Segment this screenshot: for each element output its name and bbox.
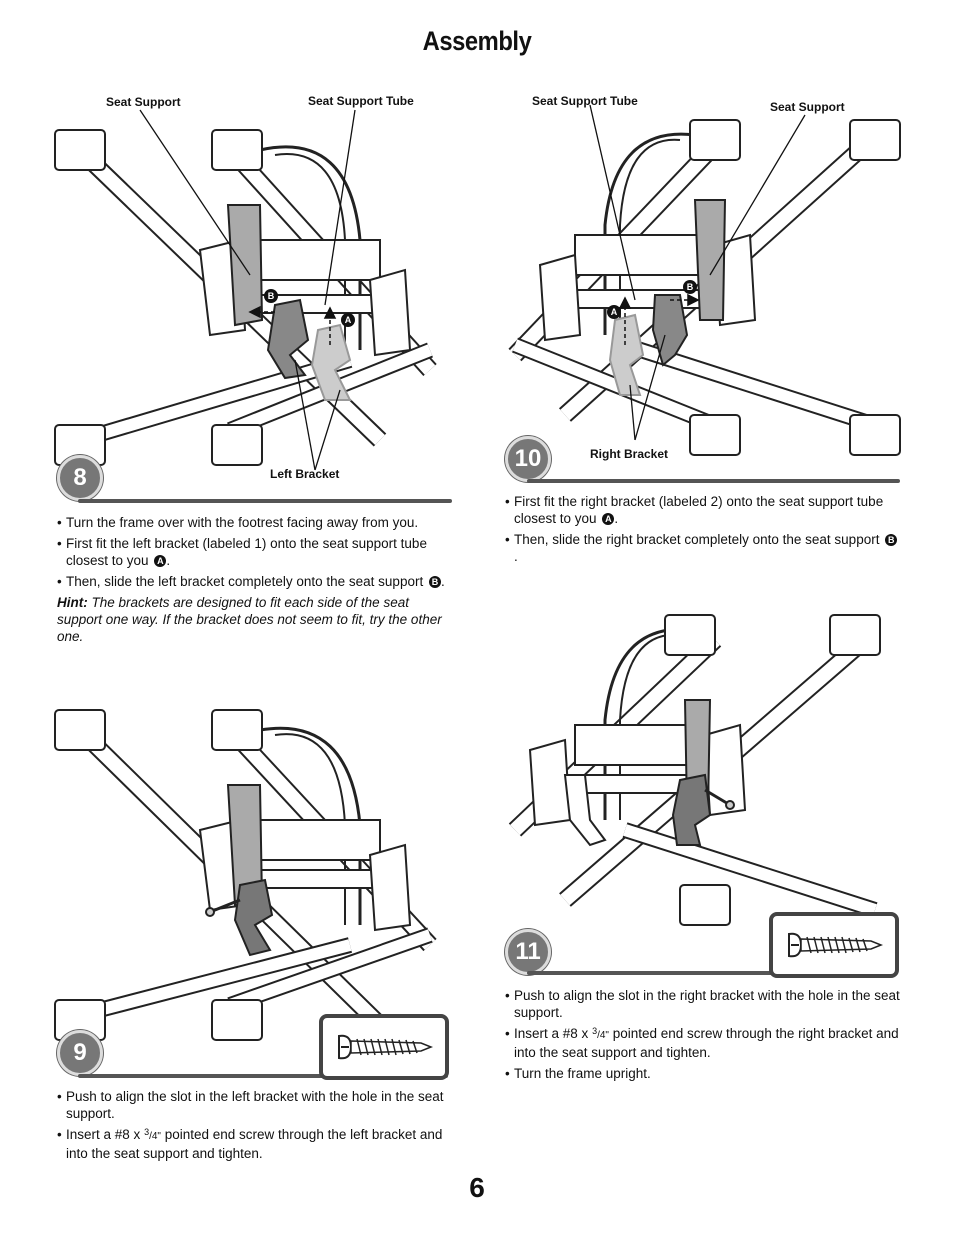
instructions-step-8: Turn the frame over with the footrest fa… — [57, 514, 449, 645]
instruction-bullet: Push to align the slot in the left brack… — [57, 1088, 449, 1122]
label-seat-support-tube: Seat Support Tube — [308, 94, 414, 108]
instruction-bullet: Then, slide the left bracket completely … — [57, 573, 449, 590]
frame-illustration — [508, 104, 901, 456]
label-seat-support-tube: Seat Support Tube — [532, 94, 638, 108]
screw-icon — [788, 932, 884, 958]
ref-marker-b: B — [428, 576, 441, 589]
hint-note: Hint: The brackets are designed to fit e… — [57, 594, 449, 645]
ref-marker-a: A — [154, 555, 167, 568]
instructions-step-10: First fit the right bracket (labeled 2) … — [505, 493, 900, 569]
instructions-step-9: Push to align the slot in the left brack… — [57, 1088, 449, 1166]
step-divider — [78, 499, 452, 503]
step-divider — [527, 479, 900, 483]
marker-b: B — [683, 280, 697, 294]
label-seat-support: Seat Support — [770, 100, 845, 114]
label-seat-support: Seat Support — [106, 95, 181, 109]
instruction-bullet: First fit the right bracket (labeled 2) … — [505, 493, 900, 527]
label-left-bracket: Left Bracket — [270, 467, 340, 481]
marker-a: A — [341, 313, 355, 327]
instruction-bullet: Push to align the slot in the right brac… — [505, 987, 900, 1021]
hint-text: The brackets are designed to fit each si… — [57, 595, 442, 644]
page-title: Assembly — [422, 26, 532, 56]
frame-illustration — [508, 614, 881, 926]
instruction-bullet: Then, slide the right bracket completely… — [505, 531, 900, 565]
frame-illustration — [54, 109, 437, 471]
step-badge-8: 8 — [57, 455, 103, 501]
instructions-step-11: Push to align the slot in the right brac… — [505, 987, 900, 1086]
marker-a: A — [607, 305, 621, 319]
screw-callout-box — [319, 1014, 449, 1080]
instruction-bullet: First fit the left bracket (labeled 1) o… — [57, 535, 449, 569]
ref-marker-b: B — [885, 534, 898, 547]
instruction-bullet: Insert a #8 x 3/4" pointed end screw thr… — [57, 1126, 449, 1162]
instruction-bullet: Turn the frame upright. — [505, 1065, 900, 1082]
screw-callout-box — [769, 912, 899, 978]
marker-b: B — [264, 289, 278, 303]
frame-illustration — [54, 709, 437, 1041]
instruction-bullet: Turn the frame over with the footrest fa… — [57, 514, 449, 531]
screw-icon — [338, 1034, 434, 1060]
step-divider — [527, 971, 897, 975]
label-right-bracket: Right Bracket — [590, 447, 669, 461]
ref-marker-a: A — [602, 513, 615, 526]
step-badge-9: 9 — [57, 1030, 103, 1076]
step-badge-10: 10 — [505, 436, 551, 482]
step-badge-11: 11 — [505, 929, 551, 975]
step-divider — [78, 1074, 448, 1078]
page-number: 6 — [469, 1172, 485, 1203]
instruction-bullet: Insert a #8 x 3/4" pointed end screw thr… — [505, 1025, 900, 1061]
hint-label: Hint: — [57, 595, 88, 610]
